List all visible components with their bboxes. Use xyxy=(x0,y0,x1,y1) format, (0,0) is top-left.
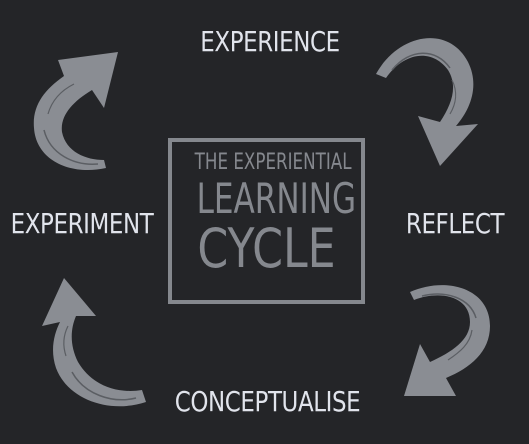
center-title-line-2: LEARNING xyxy=(196,174,357,223)
arrow-top-right-icon xyxy=(376,38,478,166)
arrow-top-left-icon xyxy=(33,52,118,171)
arrow-bottom-right-icon xyxy=(404,285,490,396)
stage-label-experience: EXPERIENCE xyxy=(200,25,340,58)
arrow-bottom-left-icon xyxy=(42,278,146,407)
stage-label-conceptualise: CONCEPTUALISE xyxy=(174,385,361,418)
center-title-box: THE EXPERIENTIAL LEARNING CYCLE xyxy=(168,138,365,304)
center-title-line-1: THE EXPERIENTIAL xyxy=(194,150,352,175)
center-title-line-3: CYCLE xyxy=(197,217,336,280)
stage-label-experiment: EXPERIMENT xyxy=(10,207,154,240)
stage-label-reflect: REFLECT xyxy=(405,207,505,240)
